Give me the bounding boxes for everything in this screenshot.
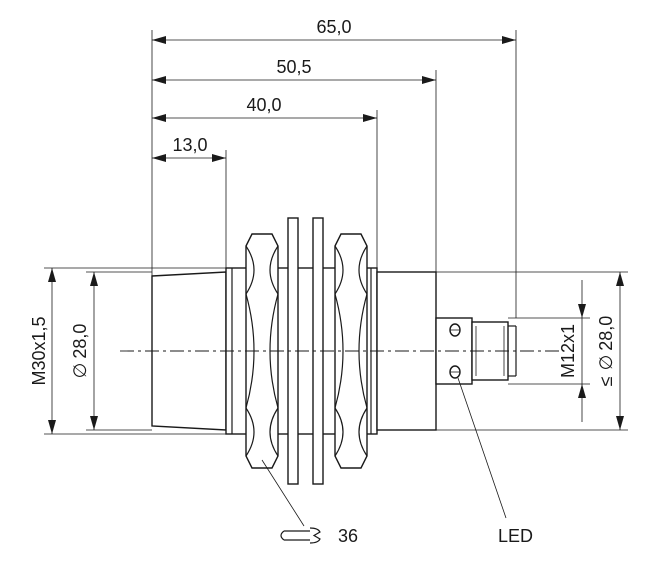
dimension-65 xyxy=(152,36,516,44)
dim-50-5-label: 50,5 xyxy=(276,57,311,77)
led-indicators xyxy=(449,323,461,379)
dimension-50-5 xyxy=(152,76,436,84)
wrench-size-label: 36 xyxy=(338,526,358,546)
dimension-nut-diameter xyxy=(616,272,624,430)
dimension-connector-m12 xyxy=(578,280,586,422)
face-diameter-label: ∅ 28,0 xyxy=(70,324,90,379)
led-label: LED xyxy=(498,526,533,546)
dimension-thread-m30 xyxy=(48,268,56,434)
nut-diameter-label: ≤ ∅ 28,0 xyxy=(596,316,616,387)
dim-65-label: 65,0 xyxy=(316,17,351,37)
less-equal-symbol: ≤ xyxy=(596,376,616,386)
extension-lines xyxy=(44,30,628,435)
dimension-face-diameter xyxy=(90,272,98,430)
wrench-leader xyxy=(261,459,305,527)
diameter-symbol: ∅ xyxy=(70,363,90,379)
thread-m30-label: M30x1,5 xyxy=(29,316,49,385)
nut-diameter-value: 28,0 xyxy=(596,316,616,351)
wrench-icon xyxy=(280,527,321,544)
connector-m12-label: M12x1 xyxy=(558,324,578,378)
diameter-symbol-2: ∅ xyxy=(596,355,616,371)
dimension-40 xyxy=(152,114,377,122)
face-diameter-value: 28,0 xyxy=(70,324,90,359)
svg-text:∅28,0: ∅ 28,0 xyxy=(70,324,90,379)
led-leader xyxy=(457,377,507,519)
dimension-13 xyxy=(152,154,226,162)
svg-text:≤∅28,0: ≤ ∅ 28,0 xyxy=(596,316,616,387)
dim-13-label: 13,0 xyxy=(172,135,207,155)
dim-40-label: 40,0 xyxy=(246,95,281,115)
